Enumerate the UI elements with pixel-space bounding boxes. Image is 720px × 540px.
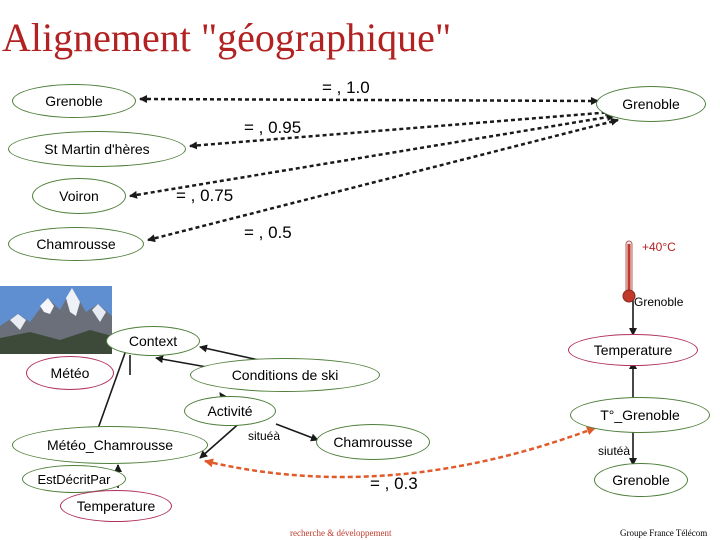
node-voiron: Voiron: [32, 178, 126, 214]
link-voiron: [129, 113, 615, 199]
link-grenoble: [139, 95, 599, 105]
node-grenoble-left: Grenoble: [12, 84, 136, 118]
node-chamrousse-top: Chamrousse: [8, 227, 144, 261]
link-chamrousse: [147, 117, 619, 243]
footer-rnd: recherche & développement: [290, 528, 392, 538]
thermometer-icon: [622, 240, 636, 303]
link-chamrousse-grenoble: [204, 426, 596, 479]
node-st-martin: St Martin d'hères: [8, 131, 186, 167]
score-bottom: = , 0.3: [370, 474, 418, 493]
label-situe: situéà: [248, 429, 281, 443]
score-chamrousse: = , 0.5: [244, 223, 292, 242]
node-grenoble-right: Grenoble: [596, 86, 706, 122]
mountain-photo: [0, 286, 112, 354]
thermometer-location: Grenoble: [634, 295, 684, 309]
node-temperature-right: Temperature: [568, 334, 698, 366]
page-title: Alignement "géographique": [2, 15, 452, 60]
footer-company: Groupe France Télécom: [620, 528, 708, 538]
node-meteo: Météo: [26, 356, 114, 390]
node-meteo-chamrousse: Météo_Chamrousse: [12, 426, 208, 464]
node-activite: Activité: [184, 396, 276, 426]
thermometer-reading: +40°C: [642, 240, 676, 254]
node-context: Context: [106, 326, 200, 356]
node-chamrousse-bottom: Chamrousse: [316, 424, 430, 460]
node-temperature-left: Temperature: [60, 490, 172, 522]
node-conditions-ski: Conditions de ski: [190, 358, 380, 392]
node-t-grenoble: T°_Grenoble: [570, 397, 710, 433]
score-st-martin: = , 0.95: [244, 118, 302, 137]
node-grenoble-bottom: Grenoble: [594, 463, 688, 497]
node-est-decrit-par: EstDécritPar: [22, 465, 126, 493]
score-voiron: = , 0.75: [176, 186, 234, 205]
score-grenoble: = , 1.0: [322, 78, 370, 97]
label-siute: siutéà: [598, 444, 631, 458]
